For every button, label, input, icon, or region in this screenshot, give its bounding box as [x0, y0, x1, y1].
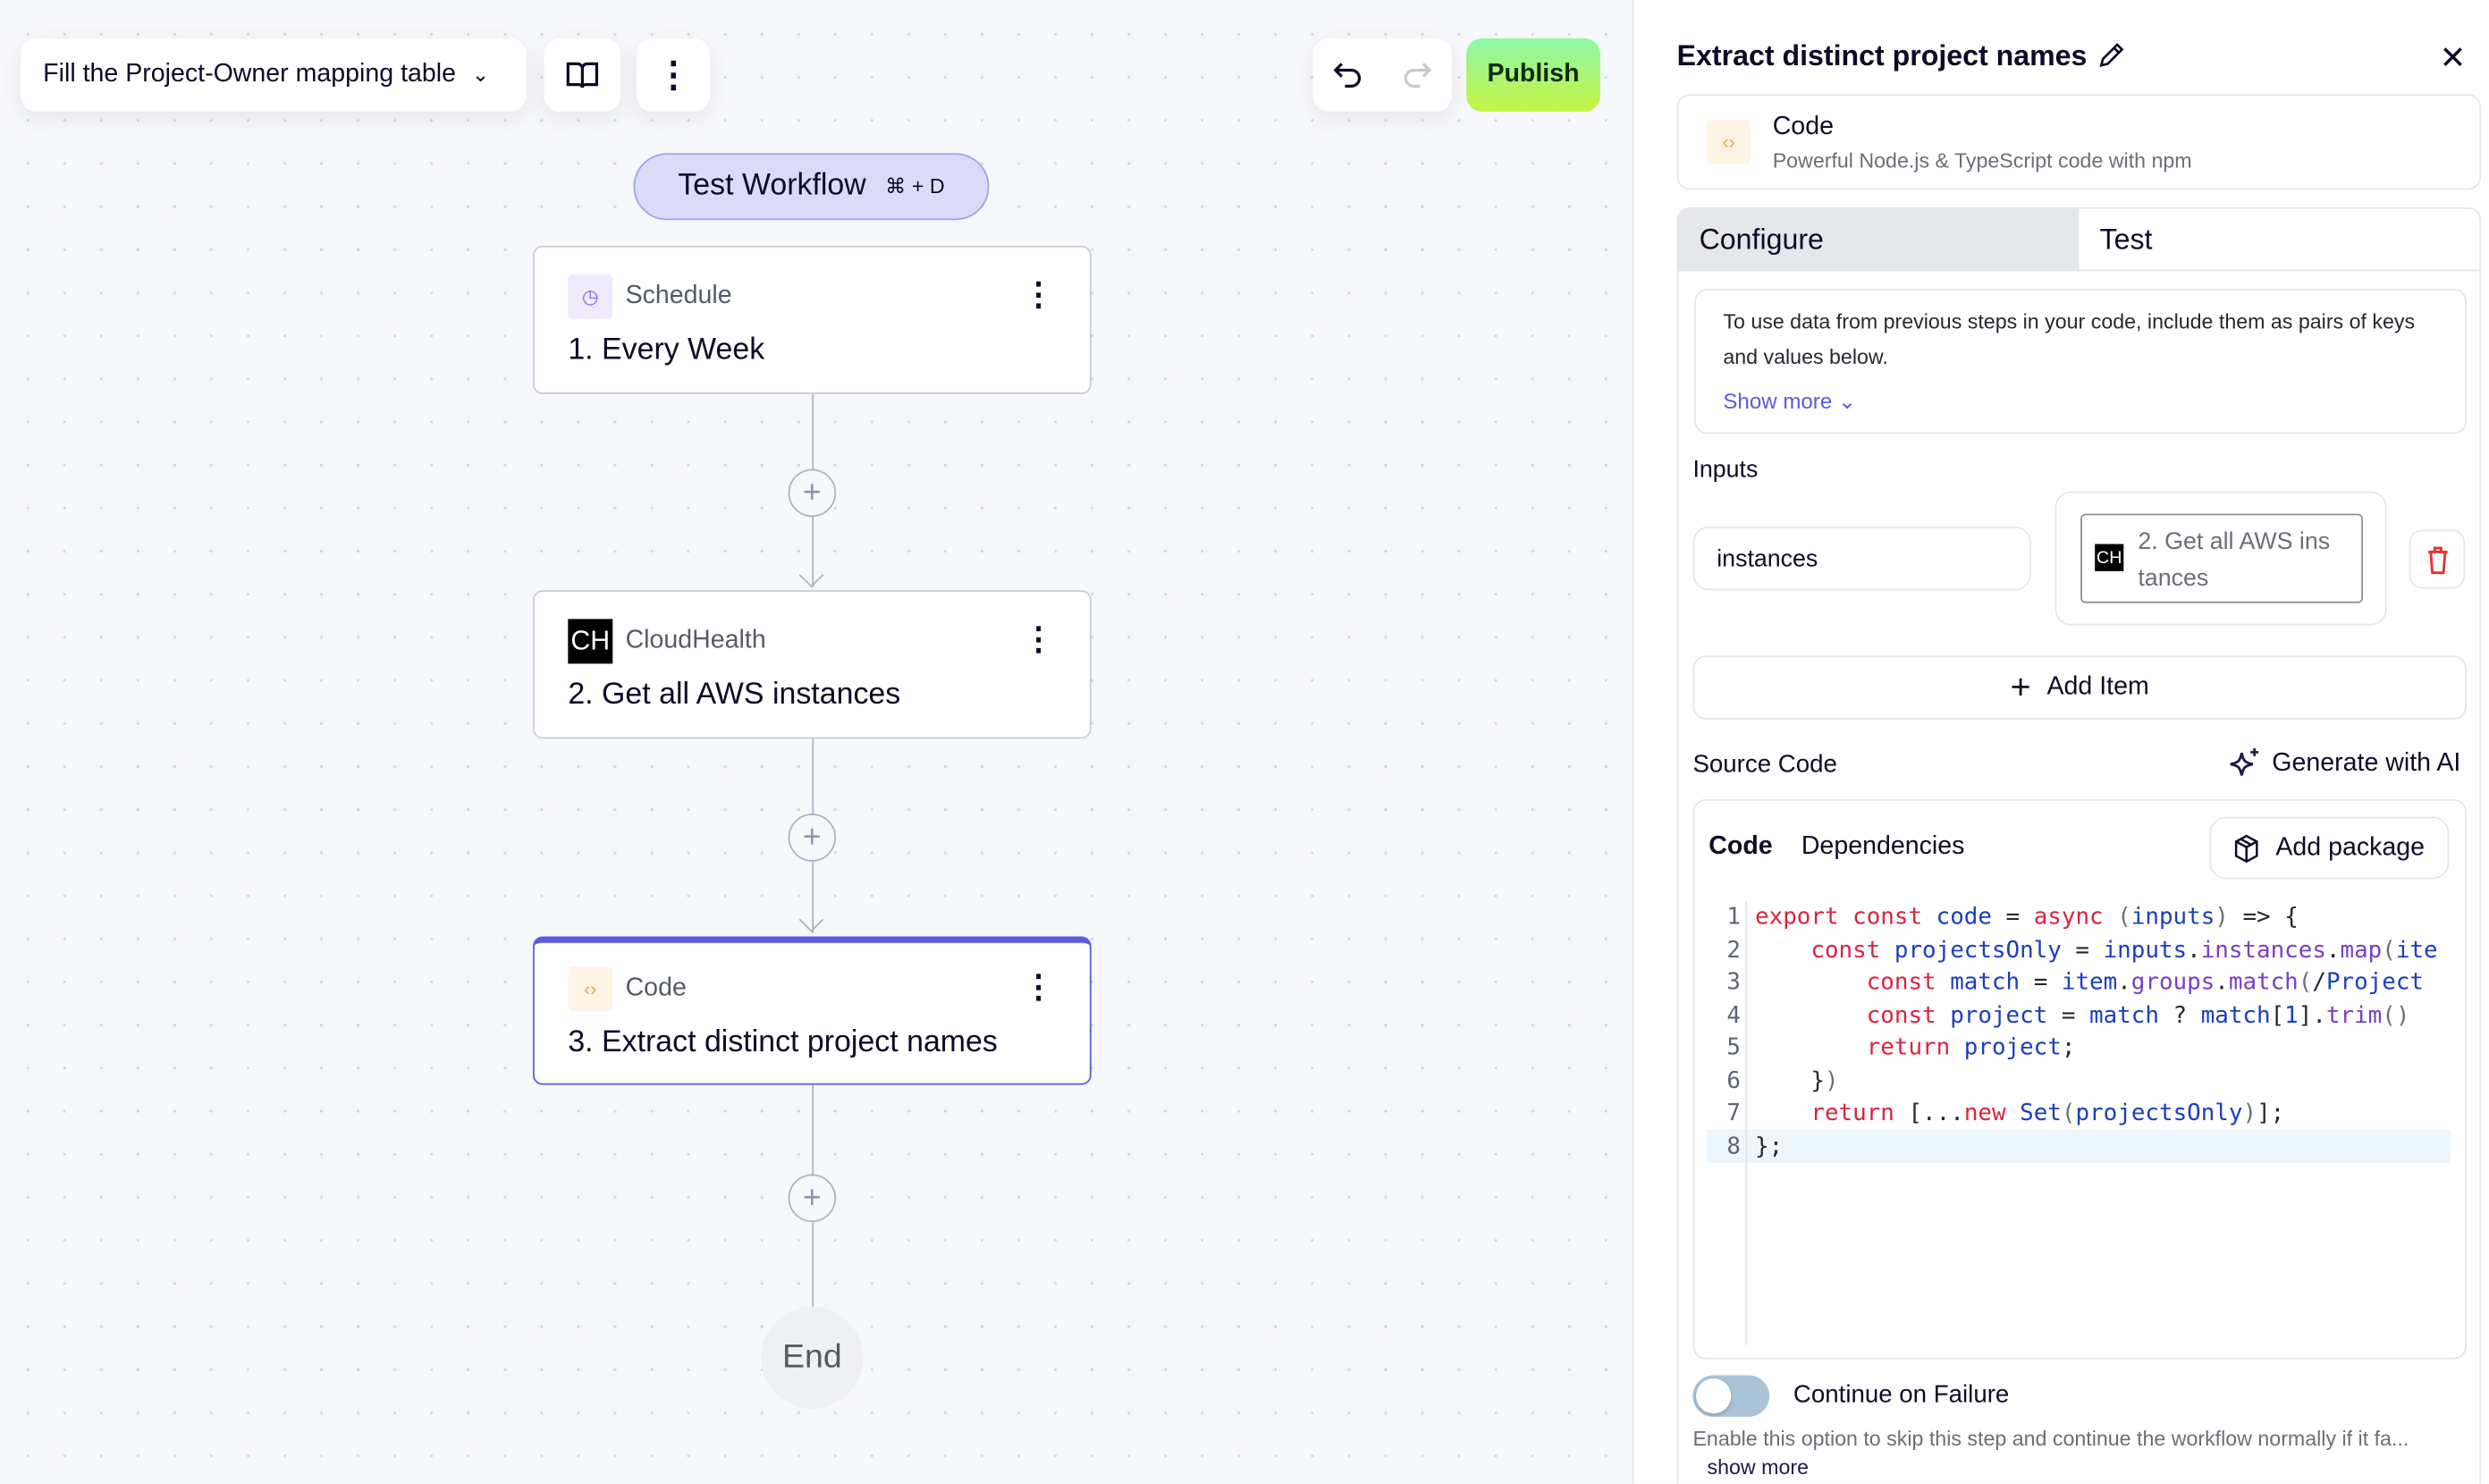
tab-configure[interactable]: Configure [1678, 208, 2080, 272]
node-type: CloudHealth [625, 627, 766, 654]
continue-show-more-link[interactable]: show more [1707, 1454, 1809, 1480]
add-package-label: Add package [2275, 833, 2426, 861]
panel-title: Extract distinct project names [1676, 39, 2088, 72]
show-more-label: Show more [1723, 389, 1833, 414]
line-number: 4 [1726, 1002, 1741, 1029]
code-line: const match = item.groups.match(/Project [1866, 970, 2425, 996]
publish-button[interactable]: Publish [1466, 38, 1600, 112]
generate-with-ai-button[interactable]: Generate with AI [2227, 746, 2460, 781]
workflow-name: Fill the Project-Owner mapping table [43, 60, 457, 89]
clock-icon: ◷ [568, 274, 613, 319]
node-title: 3. Extract distinct project names [568, 1025, 998, 1059]
redo-icon[interactable] [1401, 61, 1433, 89]
input-value-text: 2. Get all AWS ins tances [2138, 527, 2331, 593]
tab-dependencies[interactable]: Dependencies [1801, 832, 1965, 860]
active-line-highlight [1707, 1129, 2451, 1163]
close-icon[interactable]: ✕ [2439, 41, 2467, 77]
tab-test[interactable]: Test [2079, 209, 2480, 272]
node-menu-icon[interactable]: ⋮ [1022, 277, 1055, 313]
input-value-field[interactable] [2080, 513, 2363, 603]
add-item-label: Add Item [2046, 673, 2149, 701]
add-step-button[interactable]: + [788, 468, 837, 518]
add-package-button[interactable]: Add package [2209, 816, 2450, 880]
info-text: To use data from previous steps in your … [1723, 309, 2416, 369]
tab-code[interactable]: Code [1709, 832, 1773, 860]
cloudhealth-logo-icon: CH [568, 619, 613, 664]
code-editor-container [1692, 799, 2467, 1360]
code-line: }; [1755, 1133, 1784, 1159]
test-workflow-label: Test Workflow [678, 169, 866, 203]
line-number: 7 [1726, 1100, 1741, 1126]
continue-on-failure-label: Continue on Failure [1793, 1381, 2010, 1409]
line-number: 5 [1726, 1035, 1741, 1061]
continue-on-failure-description: Enable this option to skip this step and… [1692, 1426, 2409, 1451]
node-menu-icon[interactable]: ⋮ [1022, 621, 1055, 658]
settings-container [1676, 207, 2482, 1484]
code-line: const project = match ? match[1].trim() [1866, 1002, 2410, 1029]
code-line: }) [1810, 1067, 1839, 1094]
step-node-code-selected[interactable]: ‹› Code 3. Extract distinct project names… [533, 936, 1092, 1085]
workflow-canvas[interactable] [0, 0, 1633, 1484]
code-editor[interactable]: export const code = async (inputs) => { … [1755, 893, 2451, 1340]
node-menu-icon[interactable]: ⋮ [1022, 970, 1055, 1006]
docs-button[interactable] [544, 38, 621, 112]
code-line: const projectsOnly = inputs.instances.ma… [1810, 937, 2438, 964]
generate-ai-label: Generate with AI [2272, 749, 2461, 778]
delete-input-button[interactable] [2409, 529, 2466, 589]
step-node-schedule[interactable]: ◷ Schedule 1. Every Week ⋮ [533, 245, 1092, 394]
edit-pencil-icon[interactable] [2097, 41, 2125, 70]
end-node: End [761, 1306, 864, 1409]
inputs-label: Inputs [1692, 456, 1759, 484]
line-number: 6 [1726, 1067, 1741, 1094]
trash-icon [2427, 545, 2447, 574]
more-options-button[interactable]: ⋮ [637, 38, 711, 112]
cloudhealth-logo-icon: CH [2095, 544, 2124, 571]
node-title: 2. Get all AWS instances [568, 678, 901, 712]
show-more-link[interactable]: Show more ⌄ [1723, 389, 1856, 415]
add-step-button[interactable]: + [788, 1174, 837, 1223]
line-number: 2 [1726, 937, 1741, 964]
input-key-field[interactable]: instances [1692, 526, 2031, 591]
add-item-button[interactable]: + Add Item [1692, 655, 2467, 720]
toggle-knob [1696, 1378, 1732, 1414]
info-box [1694, 289, 2467, 434]
node-type: Schedule [625, 282, 732, 310]
code-line: return project; [1866, 1035, 2076, 1061]
test-workflow-button[interactable]: Test Workflow ⌘ + D [633, 153, 990, 221]
package-icon [2235, 833, 2259, 863]
piece-description: Powerful Node.js & TypeScript code with … [1772, 148, 2192, 173]
line-number: 8 [1726, 1133, 1741, 1159]
code-line: export const code = async (inputs) => { [1755, 904, 2299, 931]
step-node-cloudhealth[interactable]: CH CloudHealth 2. Get all AWS instances ⋮ [533, 590, 1092, 739]
line-number: 3 [1726, 970, 1741, 996]
line-number: 1 [1726, 904, 1741, 931]
piece-info-card [1676, 94, 2482, 190]
gutter-divider [1745, 901, 1748, 1345]
workflow-name-dropdown[interactable]: Fill the Project-Owner mapping table ⌄ [21, 38, 527, 112]
sparkle-icon [2230, 747, 2259, 776]
source-code-label: Source Code [1692, 751, 1837, 779]
history-controls [1312, 38, 1452, 112]
add-step-button[interactable]: + [788, 814, 837, 862]
code-icon: ‹› [568, 966, 613, 1012]
node-title: 1. Every Week [568, 333, 765, 367]
undo-icon[interactable] [1332, 61, 1364, 89]
chevron-down-icon: ⌄ [1837, 389, 1857, 414]
book-icon [566, 62, 599, 89]
node-type: Code [625, 974, 687, 1002]
continue-on-failure-toggle[interactable] [1692, 1375, 1770, 1417]
code-icon: ‹› [1707, 119, 1751, 164]
shortcut-hint: ⌘ + D [885, 173, 945, 198]
kebab-icon: ⋮ [655, 54, 691, 95]
code-line: return [...new Set(projectsOnly)]; [1810, 1100, 2285, 1126]
chevron-down-icon: ⌄ [471, 62, 490, 87]
plus-icon: + [2010, 666, 2031, 707]
piece-name: Code [1772, 113, 1834, 141]
